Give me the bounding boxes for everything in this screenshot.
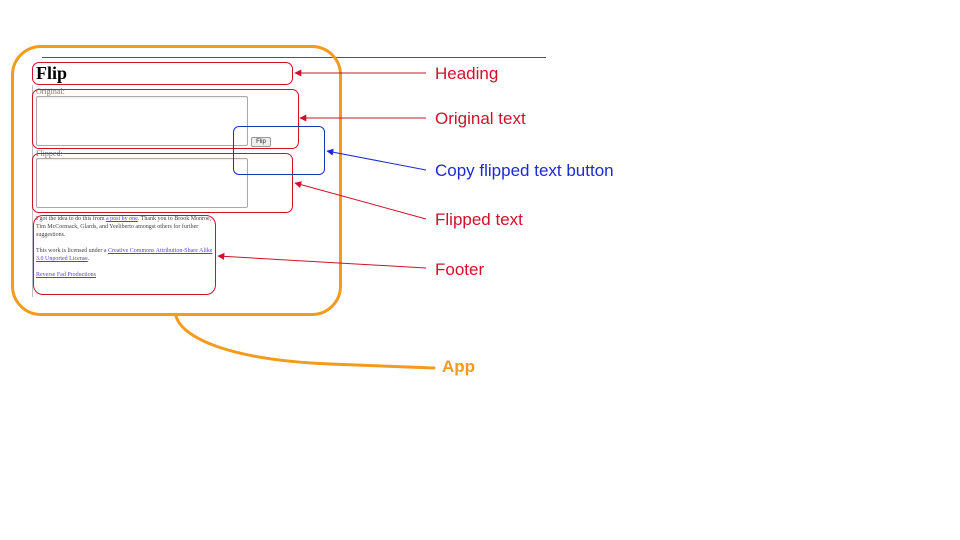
original-textarea[interactable] (36, 96, 248, 146)
footer-credit-prefix: I got the idea to do this from (36, 216, 106, 222)
heading-highlight-box (32, 62, 293, 85)
flipped-text-highlight-box (32, 153, 293, 213)
footer-license: This work is licensed under a Creative C… (36, 247, 218, 263)
flip-button[interactable]: Flip (251, 137, 271, 147)
footer-license-prefix: This work is licensed under a (36, 248, 108, 254)
top-divider (42, 57, 546, 58)
original-text-callout: Original text (435, 109, 526, 128)
app-callout: App (442, 357, 476, 376)
copy-button-arrow (326, 148, 427, 171)
app-connector (174, 314, 436, 370)
original-label: Original: (36, 87, 65, 96)
footer-arrow (217, 252, 427, 269)
app-boundary (11, 45, 342, 316)
heading-callout: Heading (435, 64, 499, 83)
author-link[interactable]: Reverse Fad Productions (36, 272, 96, 278)
flipped-text-callout: Flipped text (435, 210, 523, 229)
footer-callout: Footer (435, 260, 485, 279)
footer-author: Reverse Fad Productions (36, 271, 218, 279)
license-link[interactable]: Creative Commons Attribution-Share Alike… (36, 248, 213, 262)
footer-credit-suffix: . Thank you to Brook Monroe, Tim McCorma… (36, 216, 212, 238)
footer-license-suffix: . (87, 256, 90, 262)
footer-text: I got the idea to do this from a post by… (36, 215, 218, 287)
flipped-textarea[interactable] (36, 158, 248, 208)
footer-highlight-box (33, 215, 216, 295)
copy-button-callout: Copy flipped text button (435, 161, 614, 180)
footer-credit: I got the idea to do this from a post by… (36, 215, 218, 239)
original-text-highlight-box (32, 89, 299, 149)
flipped-text-arrow (294, 181, 427, 220)
page-title: Flip (36, 63, 68, 83)
copy-button-highlight-box (233, 126, 325, 175)
credit-link[interactable]: a post by one (106, 216, 138, 222)
